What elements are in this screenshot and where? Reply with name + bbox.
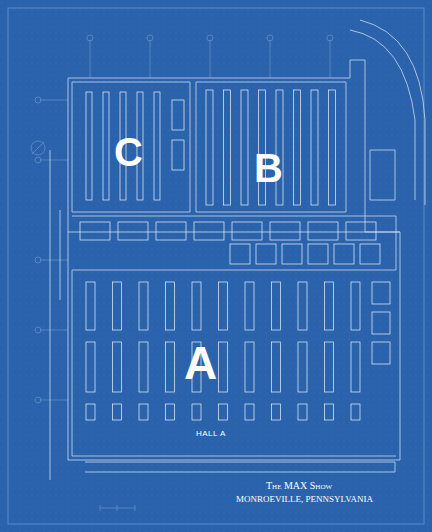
booth-row	[139, 404, 148, 420]
booth-row	[103, 92, 109, 200]
booth-row	[308, 222, 338, 240]
booth-row	[80, 222, 110, 240]
booth-row	[219, 404, 228, 420]
booth-row	[372, 282, 390, 304]
hall-letter: B	[254, 148, 283, 188]
booth-row	[360, 244, 380, 264]
booth-row	[166, 404, 175, 420]
hall-name: HALL A	[196, 430, 226, 438]
booth-row	[325, 342, 334, 392]
booth-row	[194, 222, 224, 240]
exhibit-hall: B	[196, 82, 346, 212]
booth-row	[325, 404, 334, 420]
exhibit-hall: A HALL A	[72, 270, 396, 456]
booth-row	[351, 404, 360, 420]
booth-row	[311, 90, 318, 205]
booth-row	[282, 244, 302, 264]
booth-row	[86, 342, 95, 392]
booth-row	[230, 244, 250, 264]
booth-row	[308, 244, 328, 264]
booth-row	[272, 342, 281, 392]
booth-row	[351, 342, 360, 392]
booth-row	[245, 282, 254, 330]
booth-row	[232, 222, 262, 240]
booth-row	[325, 282, 334, 330]
booth-row	[86, 404, 95, 420]
booth-row	[294, 90, 301, 205]
booth-row	[192, 404, 201, 420]
booth-row	[118, 222, 148, 240]
booth-row	[270, 222, 300, 240]
booth-row	[372, 312, 390, 334]
booth-row	[113, 282, 122, 330]
booth-row	[346, 222, 376, 240]
booth-row	[172, 100, 184, 130]
booth-row	[113, 404, 122, 420]
booth-row	[298, 342, 307, 392]
booth-row	[154, 92, 160, 200]
booth-row	[156, 222, 186, 240]
booth-row	[86, 92, 92, 200]
booth-row	[329, 90, 336, 205]
booth-row	[113, 342, 122, 392]
hall-letter: A	[184, 340, 217, 386]
booth-row	[192, 282, 201, 330]
exhibit-hall: C	[72, 82, 190, 212]
booth-row	[298, 282, 307, 330]
booth-row	[245, 342, 254, 392]
booth-row	[351, 282, 360, 330]
booth-row	[256, 244, 276, 264]
booth-row	[272, 282, 281, 330]
caption-text: MONROEVILLE, PENNSYLVANIA	[236, 494, 373, 504]
booth-row	[272, 404, 281, 420]
booth-row	[166, 282, 175, 330]
hall-letter: C	[114, 132, 143, 172]
booth-row	[224, 90, 231, 205]
booth-row	[219, 342, 228, 392]
booth-row	[372, 342, 390, 364]
booth-row	[139, 342, 148, 392]
booth-row	[219, 282, 228, 330]
booth-row	[139, 282, 148, 330]
booth-row	[334, 244, 354, 264]
caption-text: The MAX Show	[266, 480, 332, 491]
booth-row	[298, 404, 307, 420]
booth-row	[166, 342, 175, 392]
booth-row	[172, 140, 184, 170]
booth-row	[241, 90, 248, 205]
booth-row	[206, 90, 213, 205]
booth-row	[86, 282, 95, 330]
booth-row	[245, 404, 254, 420]
